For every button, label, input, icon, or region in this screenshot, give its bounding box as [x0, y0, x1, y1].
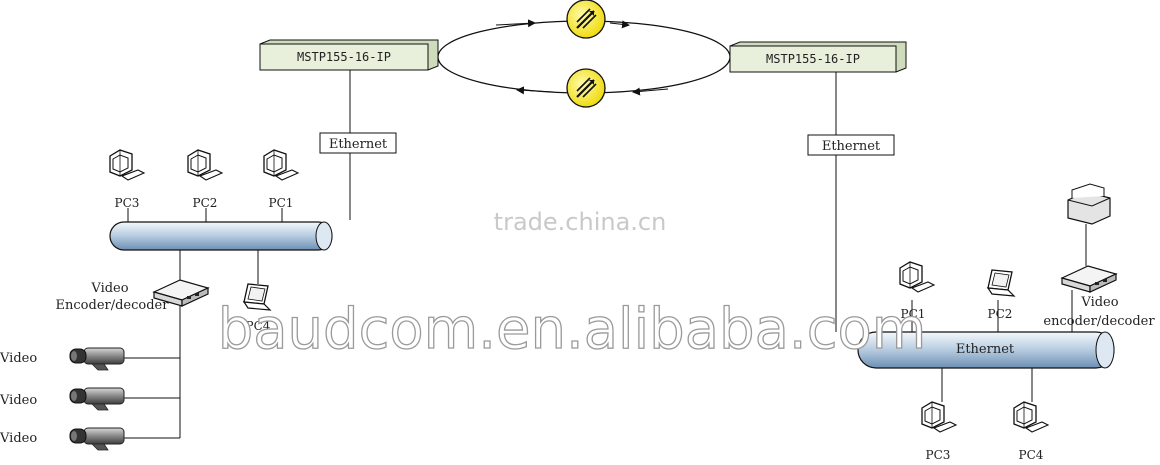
- camera-icon: [69, 427, 125, 451]
- right-pc4-icon: [1013, 401, 1049, 433]
- ring-arrow: [609, 20, 630, 29]
- left-pc2-icon: [187, 149, 223, 181]
- right-pc4-label: PC4: [1019, 448, 1044, 462]
- left-laptop-label: PC4: [246, 319, 271, 333]
- right-pc1-label: PC1: [901, 307, 926, 321]
- left-pc3-icon: [109, 149, 145, 181]
- right-ethernet-box: [807, 134, 895, 156]
- ring-arrow: [516, 86, 555, 95]
- optical-fiber-icon: [565, 0, 607, 40]
- right-pc2-icon: [987, 269, 1015, 297]
- mstp-device-right: MSTP155-16-IP: [729, 41, 907, 73]
- left-ethernet-box: [319, 132, 397, 154]
- left-pc3-label: PC3: [115, 196, 140, 210]
- right-pc1-icon: [899, 261, 935, 293]
- right-bus-label: Ethernet: [956, 342, 1015, 357]
- right-encoder-label-1: Video: [1080, 295, 1118, 310]
- right-pc2-label: PC2: [988, 307, 1013, 321]
- mstp-device-left: MSTP155-16-IP: [259, 39, 439, 71]
- camera-icon: [69, 387, 125, 411]
- left-pc1-label: PC1: [269, 196, 294, 210]
- ring-arrow: [632, 87, 669, 96]
- optical-fiber-icon: [565, 67, 607, 109]
- right-encoder-icon: [1061, 265, 1117, 293]
- left-ethernet-label: Ethernet: [329, 137, 388, 152]
- left-pc1-icon: [263, 149, 299, 181]
- mstp-right-label: MSTP155-16-IP: [766, 52, 860, 66]
- watermark-large: baudcom.en.alibaba.com: [218, 297, 927, 362]
- right-top-device-icon: [1067, 183, 1111, 225]
- right-pc3-icon: [921, 401, 957, 433]
- ring-arrow: [495, 19, 536, 28]
- right-encoder-label-2: encoder/decoder: [1043, 314, 1155, 329]
- left-encoder-label-2: Encoder/decoder: [56, 298, 170, 313]
- camera-icon: [69, 347, 125, 371]
- watermark-small: trade.china.cn: [494, 208, 667, 236]
- right-ethernet-bus: [857, 331, 1115, 369]
- camera-label: Video: [0, 351, 37, 366]
- camera-label: Video: [0, 431, 37, 446]
- right-pc3-label: PC3: [926, 448, 951, 462]
- camera-label: Video: [0, 393, 37, 408]
- left-encoder-label-1: Video: [90, 281, 128, 296]
- left-ethernet-bus: [109, 221, 333, 251]
- right-ethernet-label: Ethernet: [822, 139, 881, 154]
- mstp-left-label: MSTP155-16-IP: [297, 50, 391, 64]
- left-pc2-label: PC2: [193, 196, 218, 210]
